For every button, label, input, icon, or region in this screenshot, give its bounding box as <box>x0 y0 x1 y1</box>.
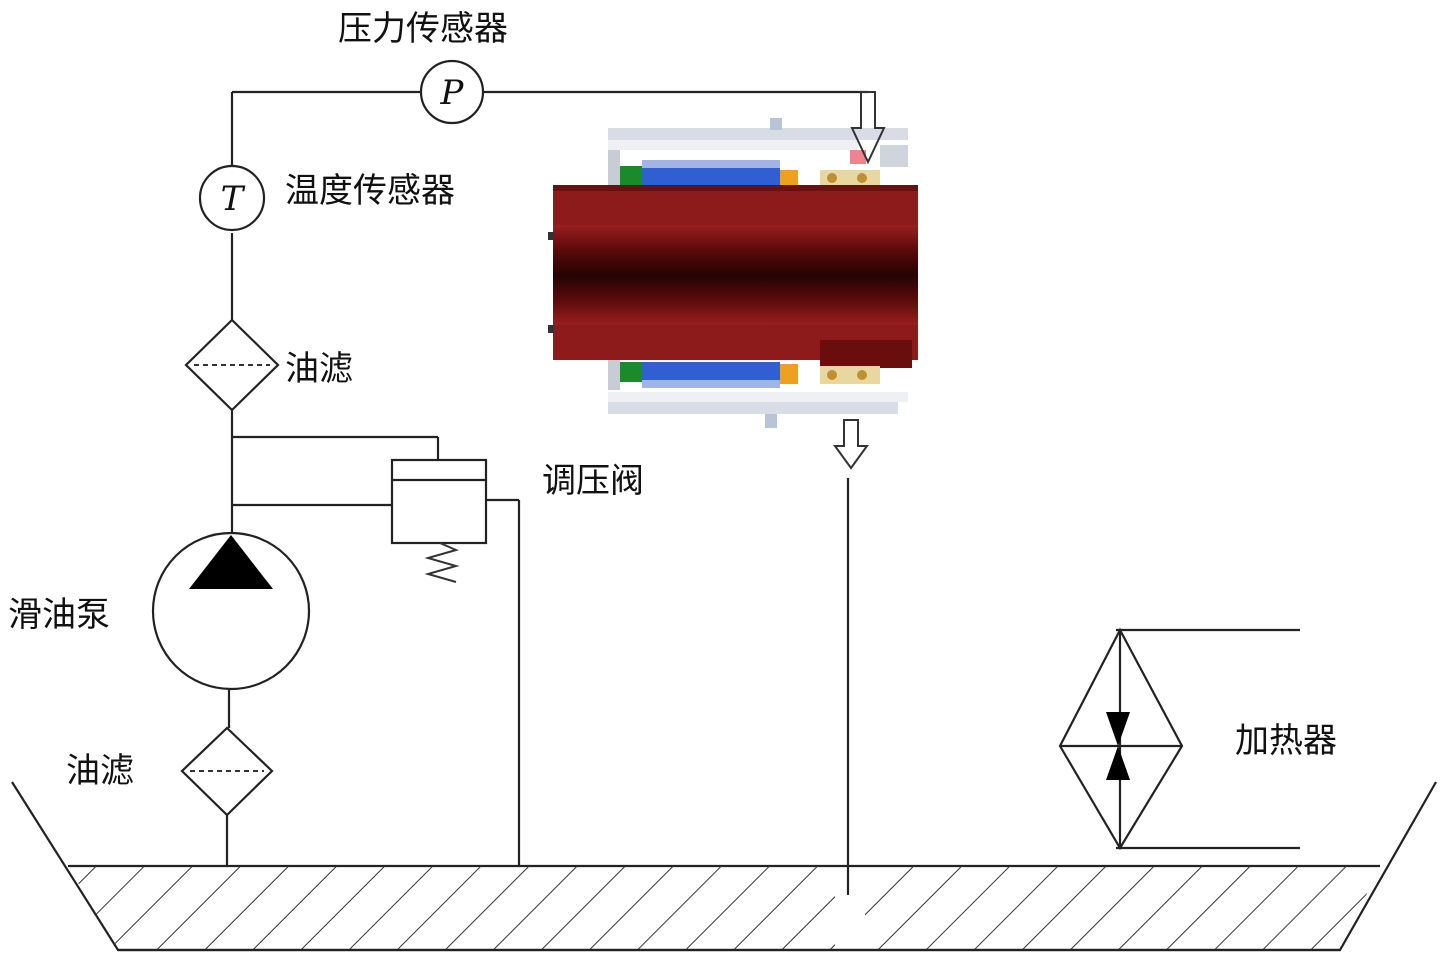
temperature-sensor: T <box>198 164 266 232</box>
oil-tank <box>11 781 1437 952</box>
mechanical-seal <box>548 118 918 428</box>
oil-filter-upper-label: 油滤 <box>285 349 353 389</box>
oil-filter-lower <box>180 726 274 817</box>
heater <box>1058 627 1300 851</box>
pressure-sensor: P <box>419 59 485 125</box>
supply-line <box>225 90 868 866</box>
temperature-symbol: T <box>221 179 246 219</box>
temperature-sensor-label: 温度传感器 <box>285 171 455 211</box>
tank-oil-hatch-right <box>865 866 1380 950</box>
lube-oil-pump-label: 滑油泵 <box>8 595 110 635</box>
oil-filter-lower-label: 油滤 <box>66 751 134 791</box>
pressure-sensor-label: 压力传感器 <box>338 9 508 49</box>
oil-outlet-arrow <box>833 419 869 470</box>
tank-oil-hatch <box>68 866 835 950</box>
pressure-regulating-valve-label: 调压阀 <box>542 461 644 501</box>
pressure-regulating-valve <box>390 458 521 866</box>
pressure-symbol: P <box>440 73 465 113</box>
heater-label: 加热器 <box>1235 721 1337 761</box>
oil-inlet-arrow <box>850 91 886 165</box>
lube-oil-pump <box>151 531 311 691</box>
oil-filter-upper <box>184 318 280 412</box>
